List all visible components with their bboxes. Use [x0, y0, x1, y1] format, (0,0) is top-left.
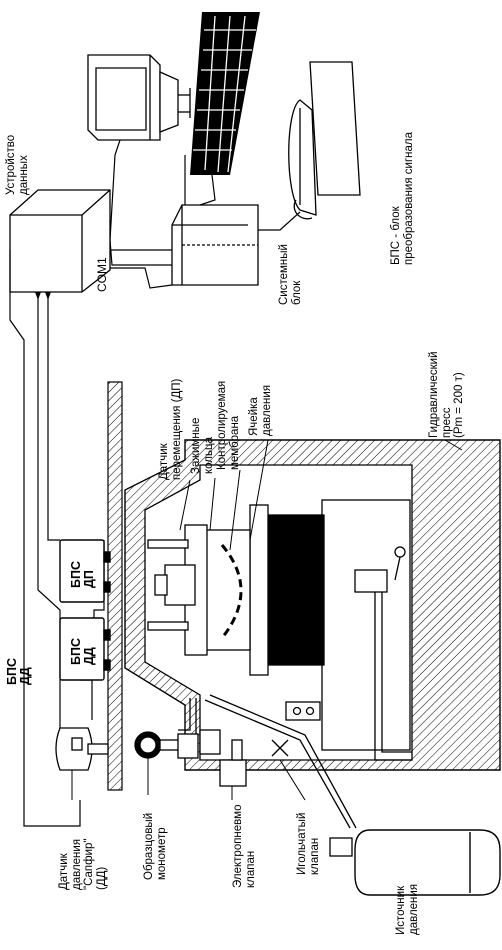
cell-label: Ячейка давления — [248, 384, 273, 436]
gas-cylinder — [354, 829, 501, 896]
bps-dd-box-label: БПС ДД — [69, 638, 96, 665]
monitor — [87, 54, 191, 141]
press-label: Гидравлический пресс (Pm = 200 т) — [428, 351, 465, 438]
keyboard — [190, 12, 260, 175]
needle-valve-label: Игольчатый клапан — [296, 812, 321, 875]
data-device — [9, 189, 111, 293]
device-label: Устройство данных — [5, 134, 30, 195]
pressure-sensor-label: Датчик давления "Сапфир" (ДД) — [58, 838, 108, 890]
bps-legend-label: БПС - блок преобразования сигнала — [390, 132, 415, 265]
wire-arrows — [35, 292, 51, 300]
pressure-source-label: Источник давления — [395, 883, 420, 935]
gauge-valves — [134, 729, 353, 857]
displacement-sensor-label: Датчик перемещения (ДП) — [158, 378, 183, 480]
membrane-label: Контролируемая мембрана — [216, 380, 241, 470]
bps-dd-top-label: БПС ДД — [5, 658, 32, 685]
pressure-sensor — [55, 727, 109, 771]
leader-lines — [71, 439, 463, 801]
manometer-label: Образцовый монометр — [143, 812, 168, 880]
printer — [288, 61, 361, 220]
valve-label: Электропневмо клапан — [232, 804, 257, 888]
com1-label: COM1 — [95, 257, 109, 292]
bps-dp-box-label: БПС ДП — [69, 561, 96, 588]
press-internals — [147, 499, 411, 751]
clamp-rings-label: Зажимные кольца — [190, 417, 215, 474]
computer-cables — [109, 139, 301, 289]
system-unit-label: Системный блок — [278, 244, 303, 305]
system-unit — [171, 204, 259, 286]
bps-boxes — [59, 539, 111, 681]
